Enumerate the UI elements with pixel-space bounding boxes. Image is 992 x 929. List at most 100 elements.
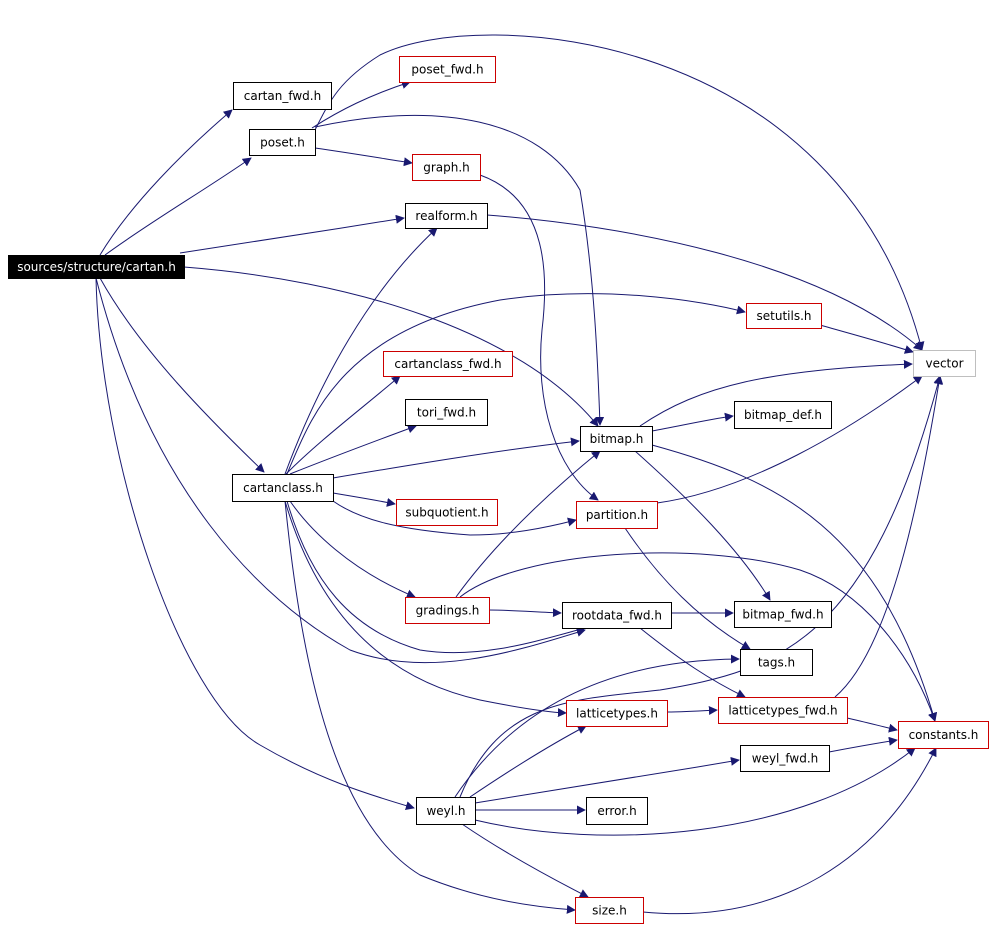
node-label: tags.h <box>758 656 795 670</box>
edge-cartanclass-to-realform <box>284 227 438 475</box>
edge-gradings-to-rootdata_fwd <box>488 608 562 618</box>
node-label: cartanclass_fwd.h <box>394 357 501 371</box>
edge-root-to-cartanclass <box>99 277 265 473</box>
edge-cartanclass-to-setutils <box>286 293 746 475</box>
node-rootdata-fwd[interactable]: rootdata_fwd.h <box>562 602 672 629</box>
edge-latticetypes-to-latticetypes_fwd <box>666 705 718 715</box>
node-setutils[interactable]: setutils.h <box>746 303 822 329</box>
node-box <box>566 700 668 727</box>
node-bitmap-fwd[interactable]: bitmap_fwd.h <box>734 601 832 628</box>
node-box <box>586 797 648 825</box>
node-box <box>396 499 498 526</box>
node-box <box>746 303 822 329</box>
node-graph[interactable]: graph.h <box>412 154 481 181</box>
node-tags[interactable]: tags.h <box>740 649 813 676</box>
nodes-layer: sources/structure/cartan.hcartan_fwd.hpo… <box>8 56 989 924</box>
node-gradings[interactable]: gradings.h <box>405 597 490 624</box>
node-latticetypes[interactable]: latticetypes.h <box>566 700 668 727</box>
edge-root-to-poset <box>104 157 252 256</box>
node-box <box>383 351 513 377</box>
edge-latticetypes_fwd-to-constants <box>846 717 898 733</box>
node-box <box>399 56 496 83</box>
node-label: cartanclass.h <box>243 481 323 495</box>
edge-cartanclass-to-cartanclass_fwd <box>285 375 401 475</box>
node-label: realform.h <box>415 209 477 223</box>
node-box <box>8 255 185 279</box>
edge-weyl-to-tags <box>454 654 740 798</box>
edge-cartanclass-to-latticetypes <box>284 500 567 718</box>
node-weyl-fwd[interactable]: weyl_fwd.h <box>740 745 830 772</box>
node-poset-fwd[interactable]: poset_fwd.h <box>399 56 496 83</box>
edge-weyl-to-size <box>461 823 589 898</box>
edge-bitmap-to-vector <box>639 359 913 427</box>
edge-latticetypes_fwd-to-vector <box>834 375 944 698</box>
edge-gradings-to-constants <box>459 552 937 722</box>
edge-bitmap-to-bitmap_def <box>651 412 734 432</box>
node-box <box>580 426 653 452</box>
node-vector[interactable]: vector <box>913 350 976 377</box>
node-label: tori_fwd.h <box>417 406 476 420</box>
node-label: rootdata_fwd.h <box>572 609 662 623</box>
node-partition[interactable]: partition.h <box>576 501 658 529</box>
edge-poset-to-graph <box>314 147 413 167</box>
node-box <box>734 401 832 429</box>
node-label: setutils.h <box>757 309 812 323</box>
node-label: latticetypes_fwd.h <box>728 704 837 718</box>
edge-partition-to-tags <box>624 527 751 650</box>
edge-root-to-realform <box>179 214 405 254</box>
node-box <box>898 721 989 749</box>
node-label: weyl.h <box>426 804 465 818</box>
edge-partition-to-vector <box>656 375 923 504</box>
node-box <box>233 82 332 110</box>
node-box <box>405 597 490 624</box>
node-label: subquotient.h <box>405 506 488 520</box>
edge-cartanclass-to-gradings <box>289 500 416 599</box>
edge-realform-to-vector <box>486 214 923 351</box>
node-label: graph.h <box>423 161 470 175</box>
node-box <box>249 129 316 156</box>
edge-cartanclass-to-size <box>284 500 576 914</box>
edge-root-to-weyl <box>95 277 415 811</box>
node-label: poset_fwd.h <box>411 63 483 77</box>
edge-weyl_fwd-to-constants <box>828 736 898 753</box>
edge-bitmap-to-bitmap_fwd <box>634 450 771 601</box>
node-label: constants.h <box>909 728 979 742</box>
node-poset[interactable]: poset.h <box>249 129 316 156</box>
edge-cartanclass-to-bitmap <box>332 437 580 479</box>
node-box <box>416 797 476 825</box>
node-bitmap[interactable]: bitmap.h <box>580 426 653 452</box>
node-cartan-fwd[interactable]: cartan_fwd.h <box>233 82 332 110</box>
edge-poset-to-vector <box>314 34 925 351</box>
node-box <box>740 745 830 772</box>
node-box <box>740 649 813 676</box>
node-latticetypes-fwd[interactable]: latticetypes_fwd.h <box>718 697 848 724</box>
edge-cartanclass-to-rootdata_fwd <box>286 500 586 654</box>
node-cartanclass[interactable]: cartanclass.h <box>232 474 334 502</box>
node-realform[interactable]: realform.h <box>405 203 488 229</box>
node-error[interactable]: error.h <box>586 797 648 825</box>
node-box <box>734 601 832 628</box>
node-bitmap-def[interactable]: bitmap_def.h <box>734 401 832 429</box>
edge-cartanclass-to-subquotient <box>332 492 396 507</box>
edge-poset-to-bitmap <box>314 114 605 426</box>
node-label: gradings.h <box>416 604 480 618</box>
edge-gradings-to-bitmap <box>455 450 601 598</box>
node-label: bitmap_fwd.h <box>742 608 823 622</box>
node-size[interactable]: size.h <box>575 897 644 924</box>
node-tori-fwd[interactable]: tori_fwd.h <box>405 399 488 426</box>
node-label: error.h <box>597 804 636 818</box>
edge-root-to-rootdata_fwd <box>95 277 586 664</box>
edge-cartanclass-to-tori_fwd <box>289 424 417 475</box>
edge-weyl-to-latticetypes <box>469 725 587 798</box>
node-subquotient[interactable]: subquotient.h <box>396 499 498 526</box>
edge-rootdata_fwd-to-latticetypes_fwd <box>639 627 746 698</box>
node-weyl[interactable]: weyl.h <box>416 797 476 825</box>
node-label: size.h <box>592 904 627 918</box>
node-cartanclass-fwd[interactable]: cartanclass_fwd.h <box>383 351 513 377</box>
node-label: poset.h <box>260 136 305 150</box>
node-constants[interactable]: constants.h <box>898 721 989 749</box>
node-box <box>562 602 672 629</box>
node-root[interactable]: sources/structure/cartan.h <box>8 255 185 279</box>
node-label: partition.h <box>586 508 648 522</box>
